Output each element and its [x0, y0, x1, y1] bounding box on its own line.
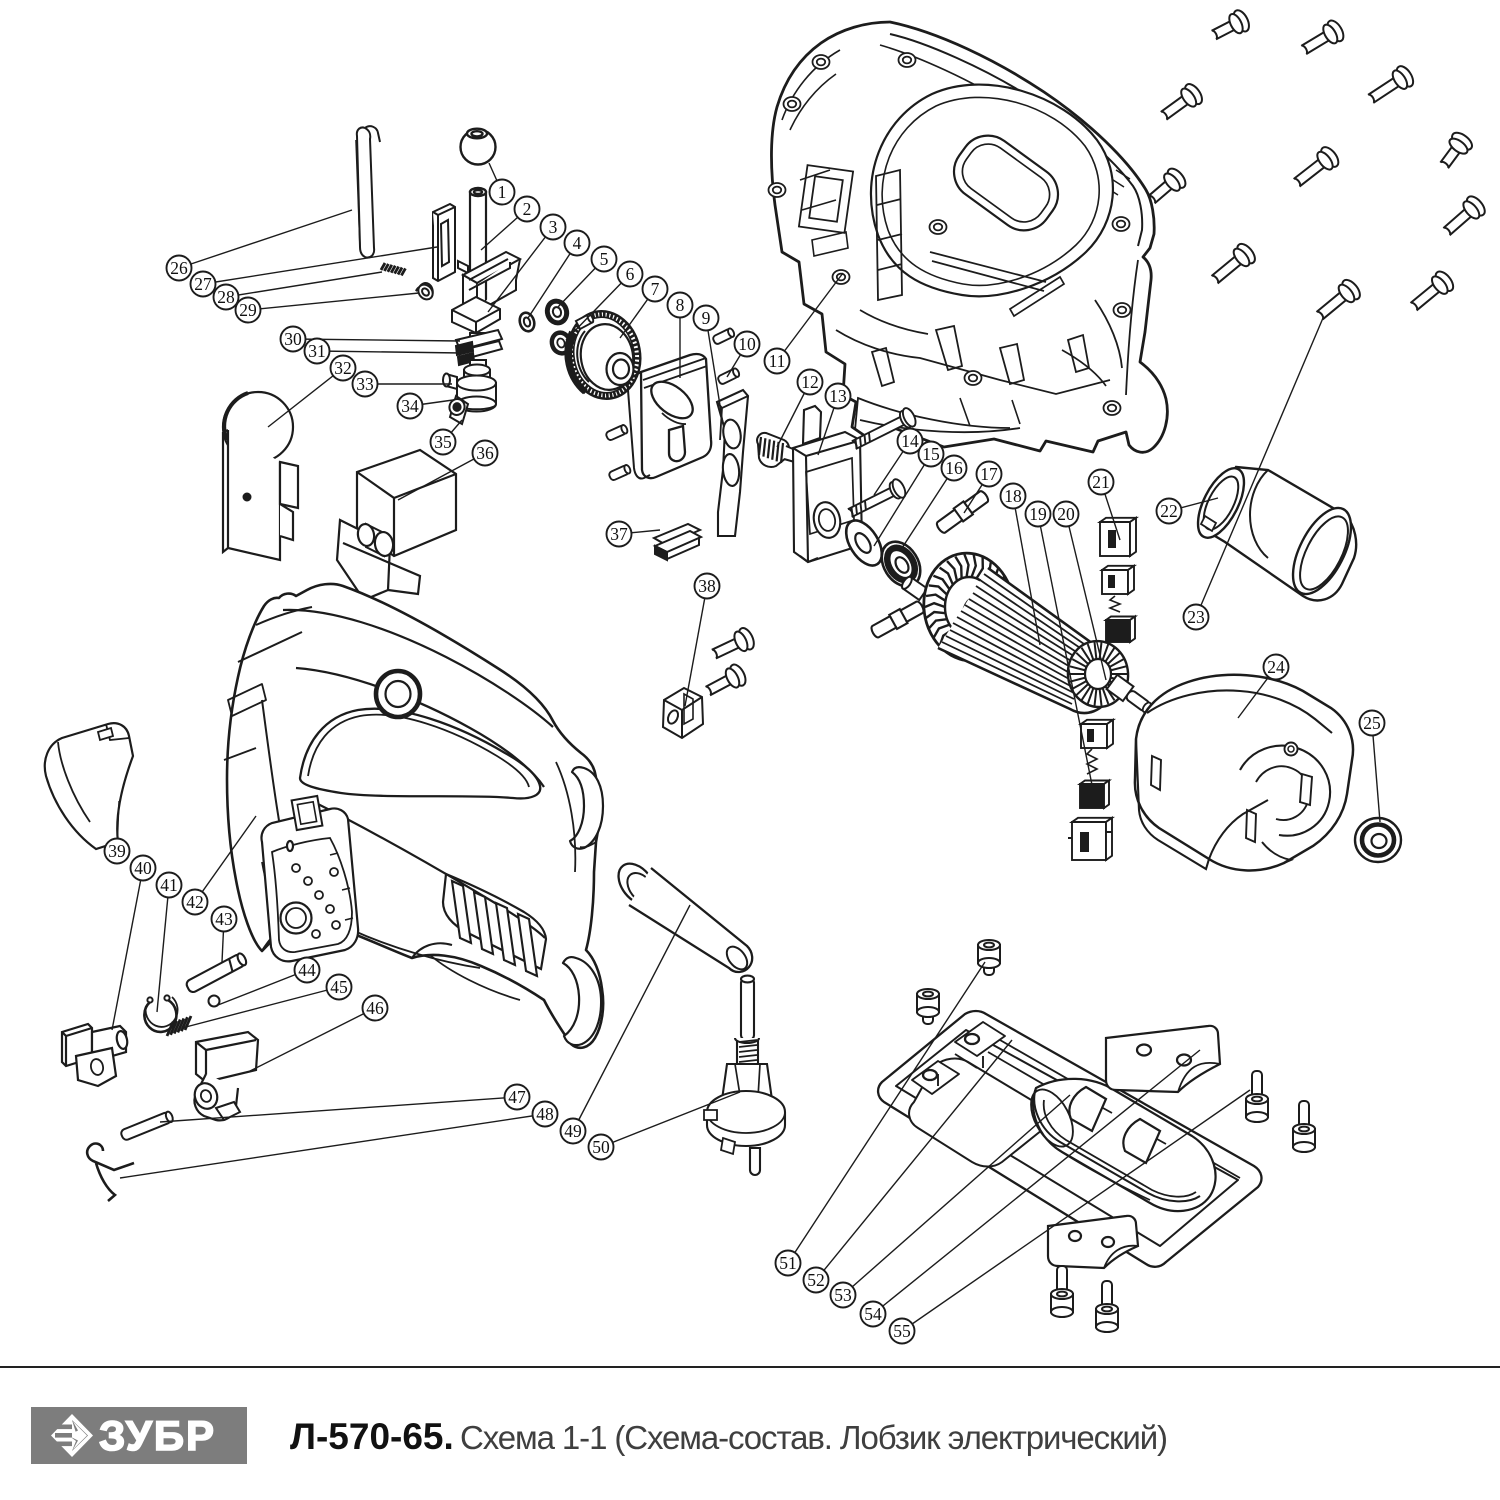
svg-text:29: 29	[239, 300, 257, 320]
svg-text:50: 50	[592, 1137, 610, 1157]
svg-text:54: 54	[864, 1304, 882, 1324]
svg-text:34: 34	[401, 396, 419, 416]
svg-text:31: 31	[308, 341, 326, 361]
svg-text:12: 12	[801, 372, 819, 392]
svg-text:37: 37	[610, 524, 628, 544]
svg-text:47: 47	[508, 1087, 526, 1107]
svg-text:ЗУБР: ЗУБР	[99, 1412, 216, 1459]
svg-text:14: 14	[901, 431, 919, 451]
svg-text:11: 11	[769, 351, 786, 371]
svg-text:Схема 1-1 (Схема-состав. Лобзи: Схема 1-1 (Схема-состав. Лобзик электрич…	[460, 1419, 1167, 1456]
svg-text:55: 55	[893, 1321, 911, 1341]
svg-text:3: 3	[549, 217, 558, 237]
svg-text:10: 10	[738, 334, 756, 354]
svg-text:21: 21	[1092, 472, 1110, 492]
svg-text:30: 30	[284, 329, 302, 349]
svg-text:27: 27	[194, 274, 212, 294]
svg-text:48: 48	[536, 1104, 554, 1124]
svg-text:1: 1	[498, 182, 507, 202]
svg-text:46: 46	[366, 998, 384, 1018]
svg-text:26: 26	[170, 258, 188, 278]
svg-text:44: 44	[298, 960, 316, 980]
svg-text:49: 49	[564, 1121, 582, 1141]
svg-text:17: 17	[980, 464, 998, 484]
svg-text:39: 39	[108, 841, 126, 861]
svg-text:15: 15	[922, 444, 940, 464]
svg-text:23: 23	[1187, 607, 1205, 627]
svg-text:38: 38	[698, 576, 716, 596]
svg-text:43: 43	[215, 909, 233, 929]
svg-text:16: 16	[945, 458, 963, 478]
svg-text:9: 9	[702, 308, 711, 328]
svg-text:33: 33	[356, 374, 374, 394]
svg-text:51: 51	[779, 1253, 797, 1273]
svg-text:52: 52	[807, 1270, 825, 1290]
svg-text:32: 32	[334, 358, 352, 378]
svg-text:19: 19	[1029, 504, 1047, 524]
svg-text:35: 35	[434, 432, 452, 452]
svg-text:18: 18	[1004, 486, 1022, 506]
svg-text:45: 45	[330, 977, 348, 997]
svg-text:24: 24	[1267, 657, 1285, 677]
svg-text:41: 41	[160, 875, 178, 895]
svg-text:5: 5	[600, 249, 609, 269]
svg-text:36: 36	[476, 443, 494, 463]
svg-text:28: 28	[217, 287, 235, 307]
svg-text:8: 8	[676, 295, 685, 315]
svg-text:20: 20	[1057, 504, 1075, 524]
svg-text:7: 7	[651, 279, 660, 299]
svg-text:2: 2	[523, 199, 532, 219]
svg-text:25: 25	[1363, 713, 1381, 733]
svg-text:42: 42	[186, 892, 204, 912]
svg-text:13: 13	[829, 386, 847, 406]
svg-text:40: 40	[134, 858, 152, 878]
svg-text:6: 6	[626, 264, 635, 284]
svg-text:53: 53	[834, 1285, 852, 1305]
svg-text:Л-570-65.: Л-570-65.	[290, 1416, 454, 1457]
svg-text:22: 22	[1160, 501, 1178, 521]
svg-text:4: 4	[573, 233, 582, 253]
